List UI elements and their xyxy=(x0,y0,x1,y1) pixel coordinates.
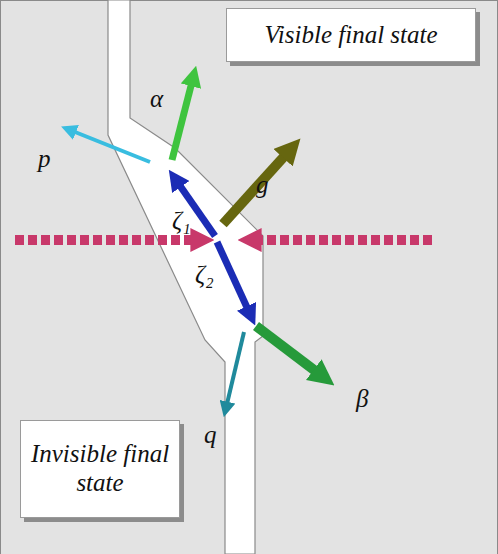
particle-arrow xyxy=(217,242,250,314)
box-title: Visible final state xyxy=(264,21,437,50)
panel-border xyxy=(0,0,1,554)
particle-arrow xyxy=(256,326,322,376)
box-title: Invisible final state xyxy=(29,440,171,498)
particle-arrow xyxy=(223,150,290,224)
text-box: Visible final state xyxy=(226,8,476,62)
beam-arrow xyxy=(15,235,200,245)
panel-border xyxy=(0,0,108,1)
panel-border xyxy=(497,0,498,554)
particle-label: q xyxy=(204,422,217,447)
particle-label: α xyxy=(150,86,163,111)
particle-arrow xyxy=(226,332,244,408)
particle-label: β xyxy=(356,386,368,411)
beam-arrow xyxy=(252,235,432,245)
panel-border xyxy=(130,0,498,1)
text-box: Invisible final state xyxy=(20,420,180,518)
particle-label: ζ₁ xyxy=(172,208,191,233)
particle-label: g xyxy=(256,172,269,197)
particle-label: p xyxy=(38,146,51,171)
particle-label: ζ₂ xyxy=(195,262,214,287)
particle-arrow xyxy=(172,78,193,160)
particle-arrow xyxy=(70,130,150,162)
